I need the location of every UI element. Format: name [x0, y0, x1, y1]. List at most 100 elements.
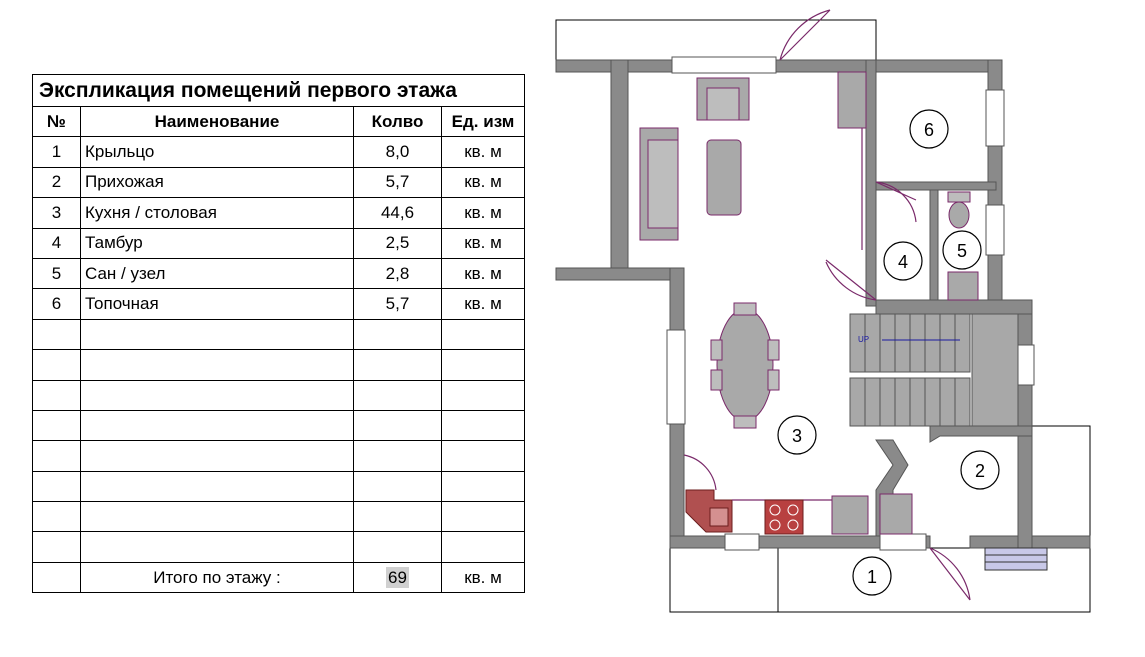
empty-cell: [80, 470, 354, 503]
window-stair: [1015, 344, 1035, 386]
fridge-icon: [831, 495, 869, 535]
row-num: 5: [32, 257, 81, 290]
wall-boiler-room: [875, 181, 997, 191]
empty-cell: [80, 501, 354, 533]
stair-flight-upper: [849, 313, 971, 373]
total-label: Итого по этажу :: [80, 561, 354, 594]
empty-row: [32, 379, 525, 411]
row-qty: 5,7: [353, 166, 442, 199]
stair-tread: [939, 313, 956, 373]
header-qty: Колво: [353, 105, 442, 138]
wall-bathroom: [929, 189, 939, 301]
table-title: Экспликация помещений первого этажа: [32, 74, 525, 107]
empty-cell: [353, 440, 442, 472]
row-name: Сан / узел: [80, 257, 354, 290]
total-value: 69: [386, 566, 409, 588]
wall-stair-bottom: [929, 425, 1033, 443]
kitchen-corner-arc: [683, 454, 717, 491]
side-terrace-outline: [1027, 425, 1091, 549]
svg-text:3: 3: [792, 426, 802, 446]
row-num: 4: [32, 227, 81, 259]
empty-row: [32, 531, 525, 563]
porch-steps: [984, 547, 1048, 571]
kitchen-sink-icon: [685, 489, 733, 533]
empty-cell: [32, 318, 81, 351]
dining-table-icon: [710, 302, 780, 429]
empty-row: [32, 440, 525, 472]
stair-tread: [894, 313, 911, 373]
empty-cell: [441, 440, 525, 472]
coffee-table-icon: [706, 139, 742, 216]
empty-cell: [441, 531, 525, 563]
door-vestibule: [825, 259, 877, 301]
room-marker-5: 5: [942, 230, 982, 270]
wall-left-upper: [610, 59, 629, 281]
stair-tread: [954, 313, 971, 373]
row-unit: кв. м: [441, 288, 525, 320]
empty-cell: [80, 349, 354, 381]
stair-landing: [971, 313, 1019, 427]
sofa-icon: [639, 127, 679, 241]
svg-text:5: 5: [957, 241, 967, 261]
window-left: [666, 329, 686, 425]
row-qty: 8,0: [353, 136, 442, 168]
total-row: Итого по этажу : 69 кв. м: [32, 561, 525, 594]
window-hall: [879, 533, 927, 551]
armchair-icon: [696, 77, 750, 121]
header-num: №: [32, 105, 81, 138]
row-num: 2: [32, 166, 81, 199]
empty-cell: [353, 349, 442, 381]
window-bathroom: [985, 204, 1005, 256]
empty-cell: [441, 470, 525, 503]
stair-tread: [879, 377, 896, 427]
row-unit: кв. м: [441, 166, 525, 199]
row-num: 3: [32, 197, 81, 229]
stair-flight-lower: [849, 377, 971, 427]
wall-internal-horizontal: [875, 299, 1033, 315]
empty-cell: [32, 409, 81, 442]
header-unit: Ед. изм: [441, 105, 525, 138]
stair-tread: [924, 313, 941, 373]
door-boiler: [875, 181, 917, 223]
room-marker-6: 6: [909, 109, 949, 149]
empty-cell: [441, 409, 525, 442]
total-value-cell: 69: [353, 561, 442, 594]
total-unit: кв. м: [441, 561, 525, 594]
wall-right-lower: [1017, 299, 1033, 549]
svg-text:1: 1: [867, 567, 877, 587]
stove-icon: [764, 499, 804, 535]
stair-up-label: UP: [858, 335, 869, 344]
explication-table: Экспликация помещений первого этажа № На…: [32, 74, 525, 594]
total-num-cell: [32, 561, 81, 594]
row-name: Крыльцо: [80, 136, 354, 168]
row-unit: кв. м: [441, 197, 525, 229]
empty-cell: [32, 440, 81, 472]
stair-tread: [939, 377, 956, 427]
svg-text:4: 4: [898, 252, 908, 272]
row-name: Прихожая: [80, 166, 354, 199]
empty-cell: [32, 531, 81, 563]
stair-tread: [894, 377, 911, 427]
empty-cell: [353, 501, 442, 533]
upper-terrace-outline: [555, 19, 877, 61]
row-qty: 2,8: [353, 257, 442, 290]
empty-cell: [353, 531, 442, 563]
room-marker-4: 4: [883, 241, 923, 281]
stair-tread: [909, 377, 926, 427]
door-entrance: [929, 547, 971, 601]
stair-tread: [924, 377, 941, 427]
wall-internal-vertical: [865, 59, 877, 307]
empty-cell: [441, 501, 525, 533]
room-marker-1: 1: [852, 556, 892, 596]
washbasin-icon: [947, 271, 979, 301]
room-marker-3: 3: [777, 415, 817, 455]
window-top: [671, 56, 777, 74]
wall-left-step: [555, 267, 685, 281]
